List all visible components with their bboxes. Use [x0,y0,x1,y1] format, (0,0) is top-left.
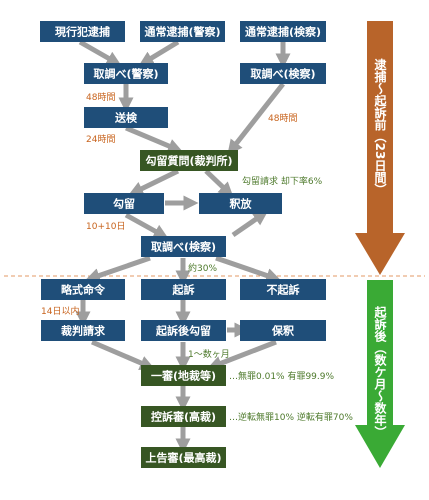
note-24h: 24時間 [86,134,115,145]
node-label: 釈放 [230,197,253,211]
phase-arrow-before: 逮捕～起訴前（23日間） [355,21,405,275]
node-label: 取調べ(警察) [93,67,158,81]
node-label: 上告審(最高裁) [145,451,221,465]
down-block-arrow-icon [355,280,405,468]
node-label: 略式命令 [61,283,106,297]
node-kisogo-koryu: 起訴後勾留 [141,320,226,341]
note-koryu-seikyu: 勾留請求 却下率6% [242,175,323,187]
note-approx-30: 約30% [188,262,217,274]
arrow-saiban-to-isshin [91,339,155,370]
arrow-tsujo-keisatsu-to-torishirabe [138,39,180,66]
note-48h-left: 48時間 [86,92,115,103]
node-isshin: 一審(地裁等) [141,365,226,386]
note-48h-right: 48時間 [268,113,297,124]
arrow-to-fukiso [215,255,282,283]
node-label: 起訴 [172,283,195,297]
node-ryakushiki: 略式命令 [41,279,125,300]
arrow-to-shakuho [204,169,234,198]
node-tsujo-kensatsu: 通常逮捕(検察) [240,21,326,42]
down-block-arrow-icon [355,21,405,275]
node-torishirabe-keisatsu: 取調べ(警察) [84,63,168,84]
arrow-to-ryakushiki [84,255,151,283]
note-koso-rates: …逆転無罪10% 逆転有罪70% [229,411,353,423]
arrow-genkohan-to-torishirabe [78,39,122,66]
node-label: 現行犯逮捕 [55,25,110,39]
arrow-hoshaku-to-isshin [207,339,277,371]
node-label: 取調べ(検察) [151,240,216,254]
node-shakuho: 釈放 [199,193,282,214]
phase-label-before: 逮捕～起訴前（23日間） [373,57,387,195]
node-label: 裁判請求 [61,324,106,338]
node-fukiso: 不起訴 [240,279,326,300]
node-saiban-seikyu: 裁判請求 [41,320,125,341]
note-14-days: 14日以内 [41,305,79,317]
node-kiso: 起訴 [141,279,226,300]
note-10-plus-10-days: 10+10日 [86,221,125,232]
node-label: 送検 [114,111,138,125]
node-koryu: 勾留 [84,193,164,214]
arrow-kensatsu-to-koryu-shitsumon [227,82,285,155]
note-months: 1～数ヶ月 [188,348,230,360]
node-hoshaku: 保釈 [240,320,326,341]
node-koso: 控訴審(高裁) [141,406,226,427]
node-torishirabe-kensatsu: 取調べ(検察) [141,236,226,257]
node-label: 勾留 [113,197,135,211]
arrow-koryu-to-torishirabe [124,212,169,239]
node-genkohan: 現行犯逮捕 [40,21,125,42]
node-label: 通常逮捕(警察) [144,25,220,39]
node-label: 保釈 [271,324,295,338]
note-isshin-rates: …無罪0.01% 有罪99.9% [229,370,334,382]
node-label: 勾留質問(裁判所) [145,154,232,168]
phase-label-after: 起訴後（数ケ月～数年） [373,305,387,438]
node-torishirabe-kensatsu-top: 取調べ(検察) [240,63,326,84]
arrow-to-koryu [128,168,180,196]
arrow-soken-to-koryu-shitsumon [125,125,183,154]
node-label: 通常逮捕(検察) [245,25,321,39]
node-tsujo-keisatsu: 通常逮捕(警察) [140,21,225,42]
node-jokoku: 上告審(最高裁) [141,447,226,468]
connector-arrows [75,39,291,454]
node-label: 不起訴 [267,283,300,297]
arrow-torishirabe-to-shakuho [231,210,269,238]
node-label: 控訴審(高裁) [151,410,216,424]
node-label: 起訴後勾留 [155,324,211,338]
node-koryu-shitsumon: 勾留質問(裁判所) [140,150,238,171]
node-soken: 送検 [84,107,168,128]
node-label: 取調べ(検察) [250,67,315,81]
node-label: 一審(地裁等) [151,369,216,383]
phase-arrow-after: 起訴後（数ケ月～数年） [355,280,405,468]
